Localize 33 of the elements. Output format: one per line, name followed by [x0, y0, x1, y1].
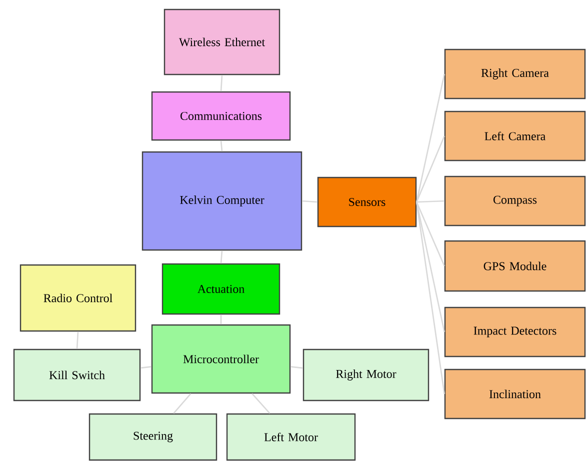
connector-line	[416, 74, 446, 202]
box: Kill Switch	[13, 348, 141, 402]
connector-line	[220, 250, 223, 264]
box: Microcontroller	[151, 324, 291, 394]
connector-line	[416, 202, 446, 394]
box: Left Motor	[226, 413, 356, 461]
box: Right Camera	[444, 48, 586, 100]
connector-line	[416, 202, 445, 266]
box: Kelvin Computer	[142, 151, 302, 251]
box: Compass	[444, 176, 586, 226]
box: Impact Detectors	[444, 306, 586, 358]
connector-line	[416, 136, 446, 202]
box: Steering	[88, 413, 218, 461]
box: Radio Control	[20, 264, 136, 332]
connector-line	[302, 200, 318, 203]
box: Inclination	[444, 368, 586, 420]
box: Actuation	[162, 263, 280, 315]
box: GPS Module	[444, 240, 586, 292]
connector-line	[252, 393, 270, 414]
box: Left Camera	[444, 110, 586, 162]
box: Right Motor	[302, 348, 430, 402]
connector-line	[140, 366, 152, 369]
connector-line	[220, 314, 222, 324]
box: Communications	[151, 91, 291, 141]
connector-line	[416, 202, 446, 332]
box: Wireless Ethernet	[164, 8, 280, 76]
box: Sensors	[317, 176, 417, 228]
connector-line	[290, 366, 303, 369]
connector-line	[173, 393, 192, 414]
connector-line	[76, 332, 79, 349]
connector-line	[416, 200, 444, 203]
connector-line	[220, 140, 223, 152]
connector-line	[220, 75, 223, 92]
